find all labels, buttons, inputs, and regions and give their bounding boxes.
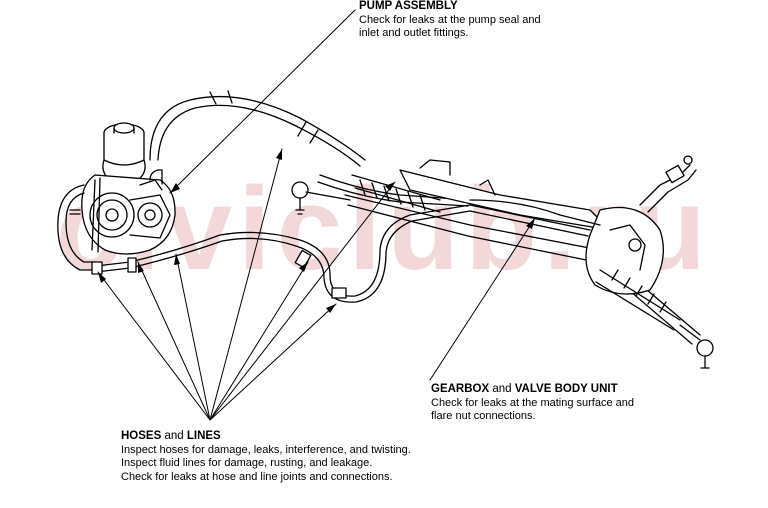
pump-assembly-drawing (81, 122, 176, 255)
hoses-leader-5 (209, 261, 309, 421)
hoses-line-1: Inspect hoses for damage, leaks, interfe… (121, 443, 411, 456)
pump-assembly-title: PUMP ASSEMBLY (359, 0, 458, 12)
hoses-leader-7 (209, 181, 396, 421)
pump-assembly-line-2: inlet and outlet fittings. (359, 27, 469, 39)
gearbox-line-1: Check for leaks at the mating surface an… (431, 396, 634, 409)
hoses-leader-1 (97, 271, 211, 421)
gearbox-title: GEARBOX and VALVE BODY UNIT (431, 383, 634, 397)
hoses-leader-2 (137, 261, 211, 421)
gearbox-leader (429, 217, 536, 381)
pump-assembly-callout: PUMP ASSEMBLY Check for leaks at the pum… (359, 0, 541, 41)
hoses-lines-callout: HOSES and LINES Inspect hoses for damage… (121, 430, 411, 484)
gearbox-line-2: flare nut connections. (431, 410, 536, 422)
hoses-title-part-b: LINES (186, 430, 221, 442)
gearbox-drawing (291, 155, 714, 369)
hoses-line-2: Inspect fluid lines for damage, rusting,… (121, 457, 373, 469)
hoses-and-lines-drawing (57, 90, 471, 303)
hoses-leader-3 (175, 253, 211, 421)
leader-arrowheads (98, 149, 535, 313)
hoses-line-3: Check for leaks at hose and line joints … (121, 470, 393, 483)
hoses-title-part-a: HOSES (121, 430, 162, 442)
hoses-title-and: and (161, 430, 187, 442)
pump-leader (169, 9, 356, 194)
hoses-leader-6 (209, 303, 337, 421)
gearbox-title-part-b: VALVE BODY UNIT (514, 383, 618, 395)
gearbox-title-part-a: GEARBOX (431, 383, 490, 395)
gearbox-callout: GEARBOX and VALVE BODY UNIT Check for le… (431, 383, 634, 424)
callout-leaders (97, 9, 536, 421)
gearbox-title-and: and (489, 383, 515, 395)
pump-assembly-line-1: Check for leaks at the pump seal and (359, 13, 541, 26)
hoses-lines-title: HOSES and LINES (121, 430, 411, 444)
hoses-leader-4 (209, 148, 283, 421)
